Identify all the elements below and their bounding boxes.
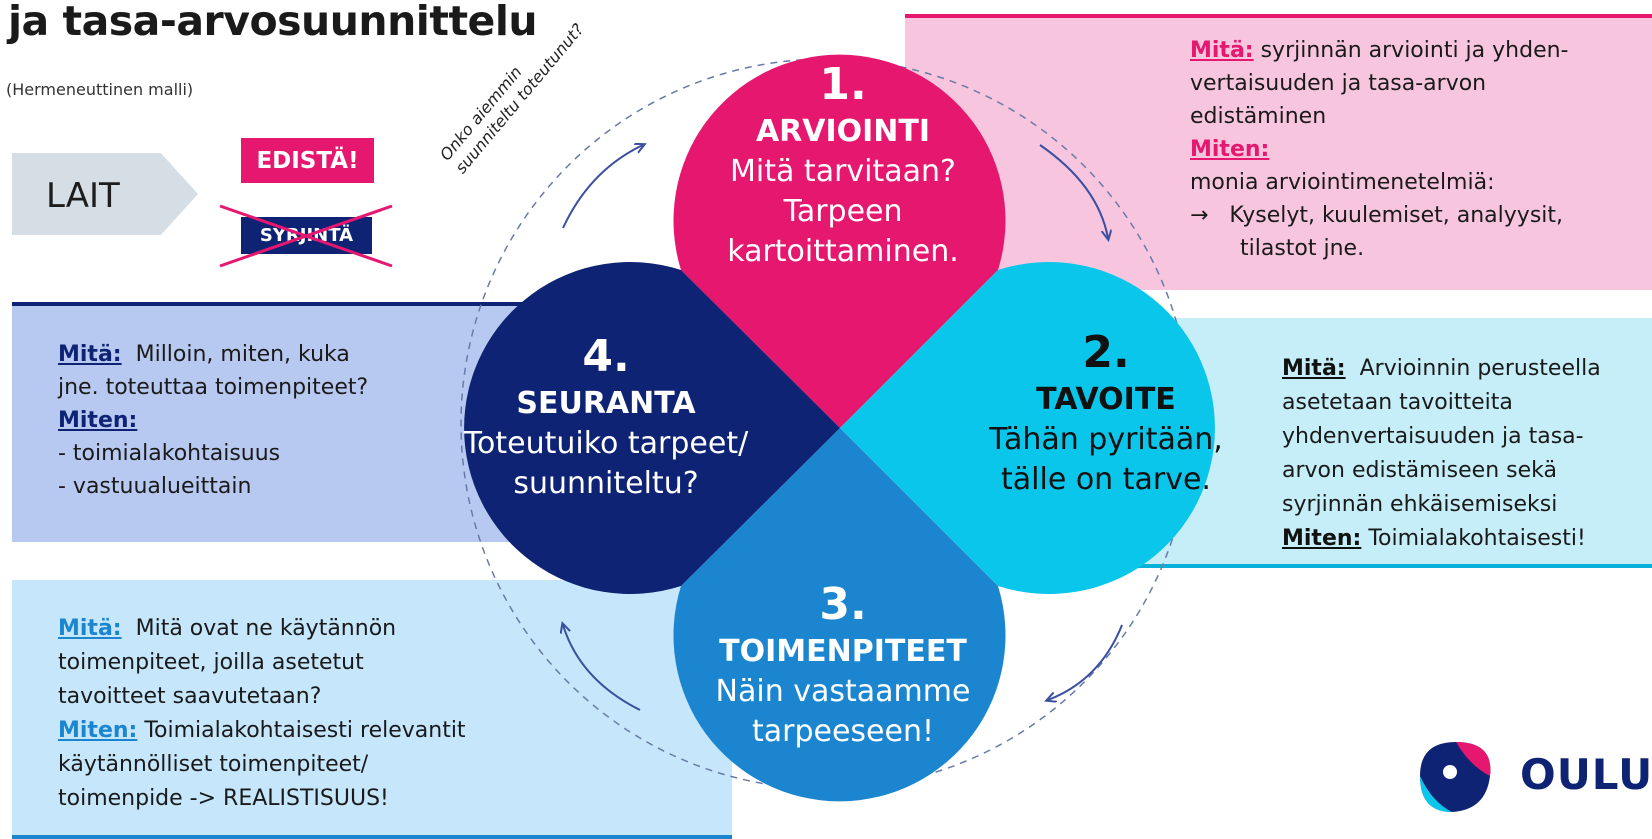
petal-number: 2. bbox=[1082, 327, 1130, 378]
petal-heading: SEURANTA bbox=[516, 386, 696, 421]
what-label: Mitä: bbox=[1190, 38, 1254, 63]
petal-heading: ARVIOINTI bbox=[755, 114, 931, 149]
petal-line: Näin vastaamme bbox=[715, 674, 971, 709]
petal-assessment bbox=[673, 54, 1006, 429]
petal-line: Tarpeen bbox=[783, 194, 903, 229]
measures-info-text: Mitä: Mitä ovat ne käytännön toimenpitee… bbox=[58, 616, 466, 811]
petal-monitoring bbox=[464, 261, 840, 594]
what-label: Mitä: bbox=[58, 342, 122, 367]
oulu-logo-icon bbox=[1420, 742, 1491, 812]
petal-line: tälle on tarve. bbox=[1001, 462, 1211, 497]
bullet-arrow-icon: → bbox=[1190, 203, 1209, 228]
goal-info-text: Mitä: Arvioinnin perusteella asetetaan t… bbox=[1282, 356, 1601, 551]
petal-line: Toteutuiko tarpeet/ bbox=[463, 426, 749, 461]
how-label: Miten: bbox=[1282, 526, 1362, 551]
petal-line: Mitä tarvitaan? bbox=[730, 154, 956, 189]
how-label: Miten: bbox=[58, 718, 138, 743]
how-label: Miten: bbox=[58, 408, 138, 433]
petal-number: 3. bbox=[819, 579, 867, 630]
cross-out-icon bbox=[219, 204, 393, 268]
petal-assessment-text: 1. ARVIOINTI Mitä tarvitaan? Tarpeen kar… bbox=[693, 58, 993, 272]
oulu-logo-text: OULU bbox=[1520, 750, 1652, 799]
measures-info-panel bbox=[12, 580, 732, 839]
how-label: Miten: bbox=[1190, 137, 1270, 162]
assessment-info-panel bbox=[905, 14, 1652, 290]
laws-arrow-shape bbox=[12, 153, 198, 235]
petal-line: suunniteltu? bbox=[513, 466, 699, 501]
petal-heading: TAVOITE bbox=[1036, 382, 1176, 417]
petal-monitoring-text: 4. SEURANTA Toteutuiko tarpeet/ suunnite… bbox=[436, 330, 776, 504]
petal-line: Tähän pyritään, bbox=[989, 422, 1223, 457]
what-label: Mitä: bbox=[58, 616, 122, 641]
petal-goal bbox=[840, 262, 1215, 594]
petal-number: 4. bbox=[582, 331, 630, 382]
flow-arrow-2-to-3 bbox=[1048, 624, 1123, 700]
assessment-info-text: Mitä: syrjinnän arviointi ja yhden- vert… bbox=[1190, 38, 1569, 261]
promote-badge: EDISTÄ! bbox=[241, 138, 374, 183]
what-label: Mitä: bbox=[1282, 356, 1346, 381]
petal-line: kartoittaminen. bbox=[727, 234, 959, 269]
page-subtitle: (Hermeneuttinen malli) bbox=[6, 80, 194, 99]
petal-measures bbox=[673, 428, 1006, 802]
petal-number: 1. bbox=[819, 59, 867, 110]
petal-line: tarpeeseen! bbox=[751, 714, 935, 749]
laws-arrow-label: LAIT bbox=[46, 176, 120, 216]
petal-measures-text: 3. TOIMENPITEET Näin vastaamme tarpeesee… bbox=[693, 578, 993, 752]
monitoring-info-text: Mitä: Milloin, miten, kuka jne. toteutta… bbox=[58, 342, 369, 499]
petal-heading: TOIMENPITEET bbox=[719, 634, 967, 669]
flow-arrow-3-to-4 bbox=[563, 625, 641, 711]
flow-arrow-1-to-2 bbox=[1039, 144, 1108, 238]
flow-arrow-4-to-1 bbox=[562, 145, 643, 229]
petal-goal-text: 2. TAVOITE Tähän pyritään, tälle on tarv… bbox=[956, 326, 1256, 500]
page-title: ja tasa-arvosuunnittelu bbox=[8, 0, 538, 45]
